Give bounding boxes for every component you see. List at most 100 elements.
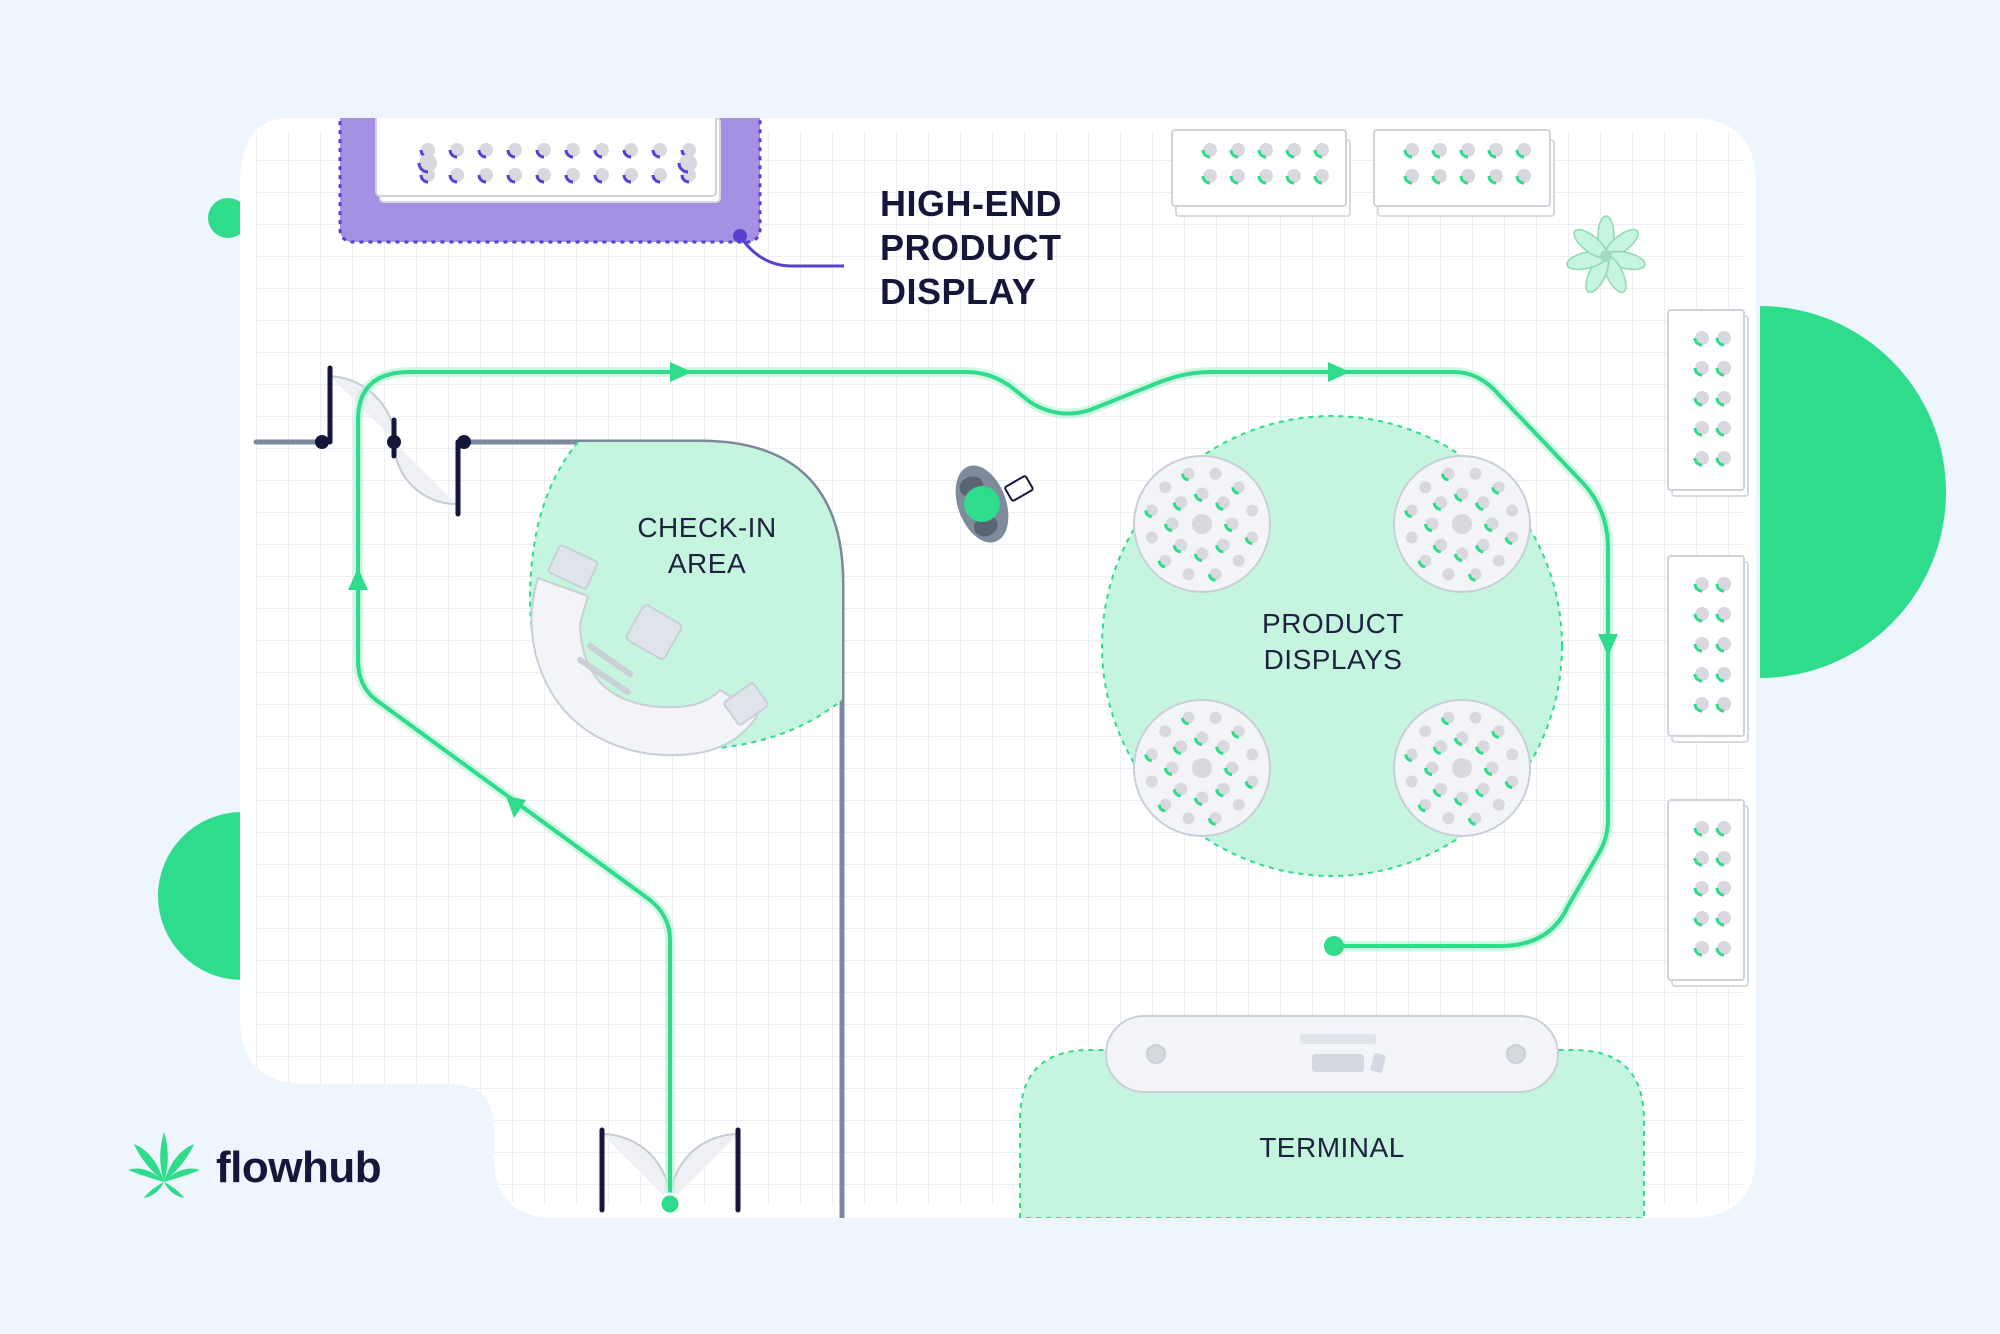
product-item [1717,361,1731,375]
product-item [1159,798,1172,811]
product-item [1695,421,1709,435]
product-item [1695,821,1709,835]
product-item [1225,517,1239,531]
product-label-line-2: DISPLAYS [1263,644,1403,675]
product-item [1442,568,1455,581]
product-item [1489,143,1503,157]
product-item [1695,331,1709,345]
product-item [1469,812,1482,825]
product-item [624,143,638,157]
product-item [1195,791,1209,805]
product-item [624,168,638,182]
high-end-display [338,118,762,244]
product-item [1434,740,1448,754]
product-item [682,143,696,157]
product-item [1232,554,1245,567]
product-item [566,168,580,182]
product-item [1492,725,1505,738]
product-item [679,154,697,172]
product-item [1246,504,1259,517]
product-item [1145,504,1158,517]
product-item [1209,812,1222,825]
product-item [1232,798,1245,811]
display-table [1393,455,1531,593]
product-item [1174,782,1188,796]
product-item [1717,391,1731,405]
right-shelves [1667,309,1749,987]
product-item [1717,851,1731,865]
product-item [1695,881,1709,895]
product-item [1231,143,1245,157]
product-item [1492,481,1505,494]
product-item [421,143,435,157]
product-item [1174,740,1188,754]
high-end-product-display-label: HIGH-END PRODUCT DISPLAY [880,182,1062,314]
product-item [1287,169,1301,183]
customer-figure [955,465,1034,543]
product-item [1405,143,1419,157]
product-item [1405,169,1419,183]
product-item [1476,740,1490,754]
product-item [1717,667,1731,681]
top-shelves [1171,129,1555,217]
plant-icon [1566,215,1646,294]
high-end-connector [738,235,844,268]
product-item [1182,812,1195,825]
product-item [1405,775,1418,788]
product-displays-zone [1101,415,1563,877]
product-item [1203,143,1217,157]
product-item [1209,568,1222,581]
product-item [450,168,464,182]
display-table [1133,455,1271,593]
product-item [1433,143,1447,157]
product-item [1425,517,1439,531]
product-item [450,143,464,157]
checkin-label-line-1: CHECK-IN [637,512,777,543]
product-item [1506,504,1519,517]
product-item [1145,531,1158,544]
product-item [1145,775,1158,788]
product-item [1246,748,1259,761]
product-item [537,168,551,182]
product-item [479,168,493,182]
product-item [1434,782,1448,796]
product-item [1246,531,1259,544]
product-item [1442,711,1455,724]
product-item [1203,169,1217,183]
product-item [508,143,522,157]
product-item [1182,568,1195,581]
product-item [1695,667,1709,681]
product-item [1695,637,1709,651]
checkin-area [528,441,843,757]
product-item [1695,577,1709,591]
product-item [1506,531,1519,544]
product-item [1216,496,1230,510]
product-item [1492,554,1505,567]
product-item [1405,531,1418,544]
decor-circles [158,198,1946,980]
product-item [1174,538,1188,552]
product-item [1455,547,1469,561]
product-item [1419,481,1432,494]
product-item [1165,517,1179,531]
product-item [1717,607,1731,621]
product-item [1216,538,1230,552]
product-item [1717,941,1731,955]
terminal-label: TERMINAL [1232,1130,1432,1166]
product-item [1461,169,1475,183]
product-item [1315,169,1329,183]
product-item [1442,812,1455,825]
product-item [1469,467,1482,480]
cannabis-leaf-icon [128,1132,200,1198]
product-item [653,143,667,157]
product-item [1695,697,1709,711]
product-item [1485,517,1499,531]
product-item [1195,731,1209,745]
product-item [1216,740,1230,754]
product-item [1469,568,1482,581]
product-item [1159,481,1172,494]
high-end-label-line-2: PRODUCT [880,227,1062,268]
product-item [653,168,667,182]
terminal-zone [1019,1015,1645,1218]
